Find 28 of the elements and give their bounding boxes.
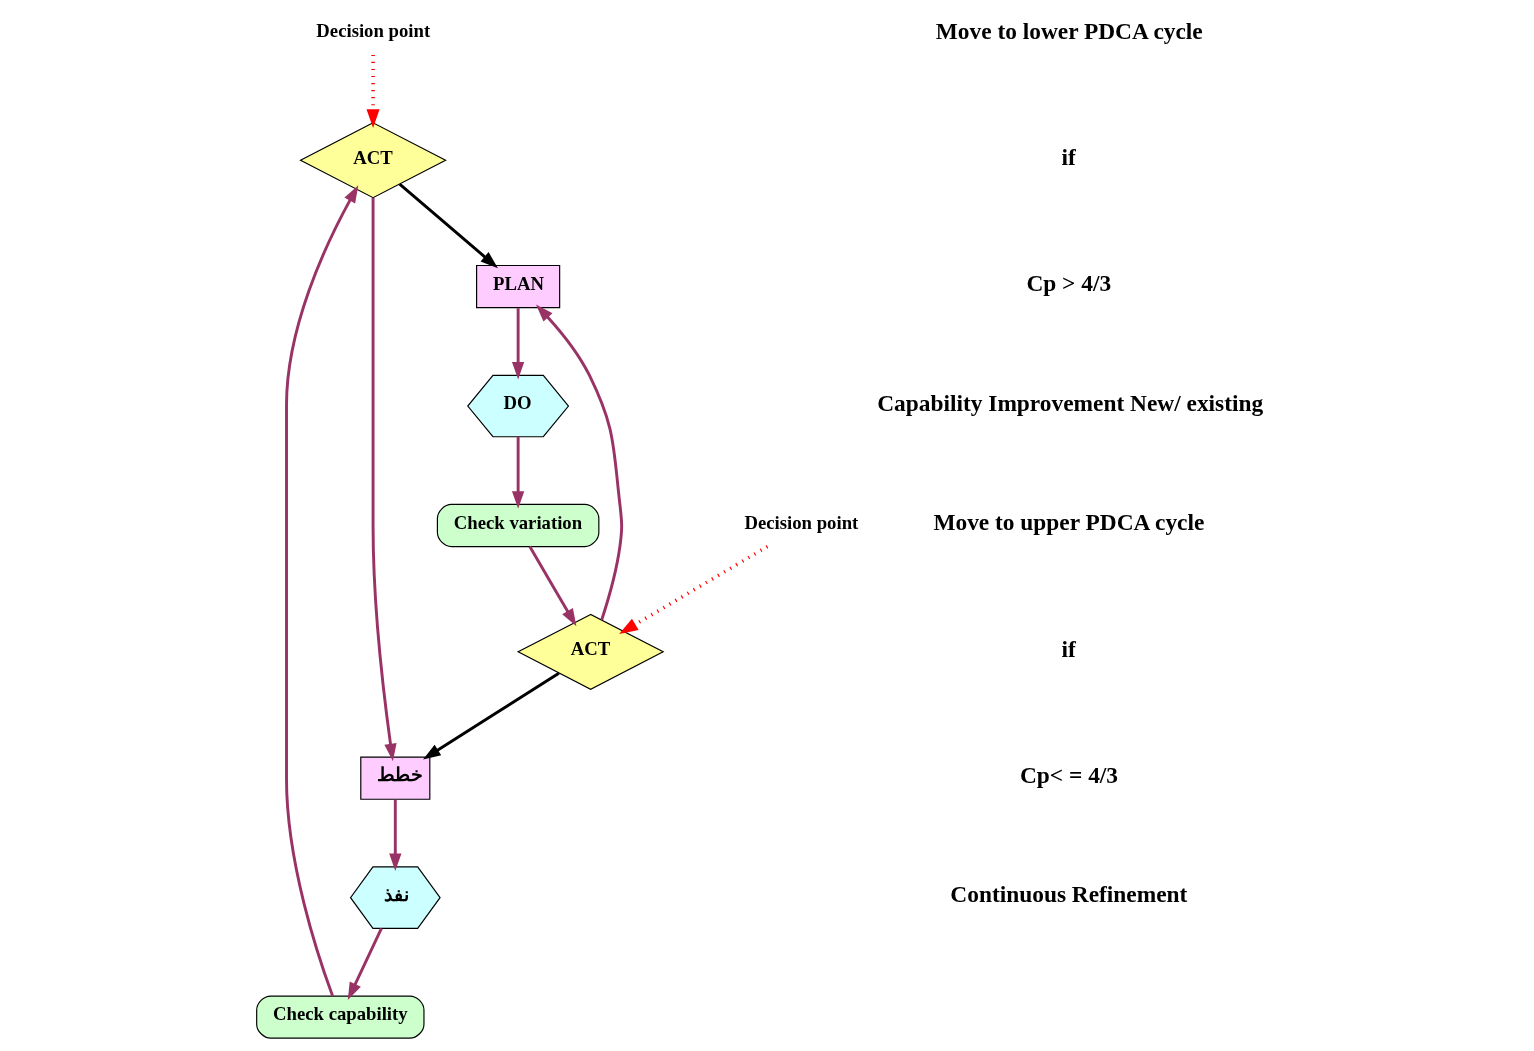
label: Move to lower PDCA cycle xyxy=(935,17,1203,44)
node-text: Decision point xyxy=(744,511,859,533)
label: Capability Improvement New/ existing xyxy=(877,389,1264,416)
label: if xyxy=(1061,635,1076,662)
node-diamond: ACT xyxy=(516,613,665,690)
arrow xyxy=(371,197,397,762)
arrow xyxy=(389,799,402,872)
label: Continuous Refinement xyxy=(950,881,1188,908)
label: Cp< = 4/3 xyxy=(1019,761,1119,788)
arrow xyxy=(285,185,359,997)
arrow xyxy=(347,927,383,1000)
arrow xyxy=(619,545,769,634)
node-box: Check variation xyxy=(436,503,600,548)
label: if xyxy=(1061,143,1076,170)
label: Cp > 4/3 xyxy=(1026,270,1112,297)
arrow xyxy=(528,545,577,627)
node-diamond: ACT xyxy=(299,122,447,199)
node-text: Decision point xyxy=(316,20,431,42)
node-box: خطط xyxy=(360,756,431,800)
arrow xyxy=(423,671,560,760)
arrow xyxy=(366,55,380,128)
arrow xyxy=(511,436,525,509)
arrow xyxy=(535,304,624,621)
arrow xyxy=(398,183,498,269)
node-box: Check capability xyxy=(256,995,425,1039)
label: Move to upper PDCA cycle xyxy=(933,509,1205,536)
arrow xyxy=(511,308,525,380)
node-box: PLAN xyxy=(476,264,561,309)
